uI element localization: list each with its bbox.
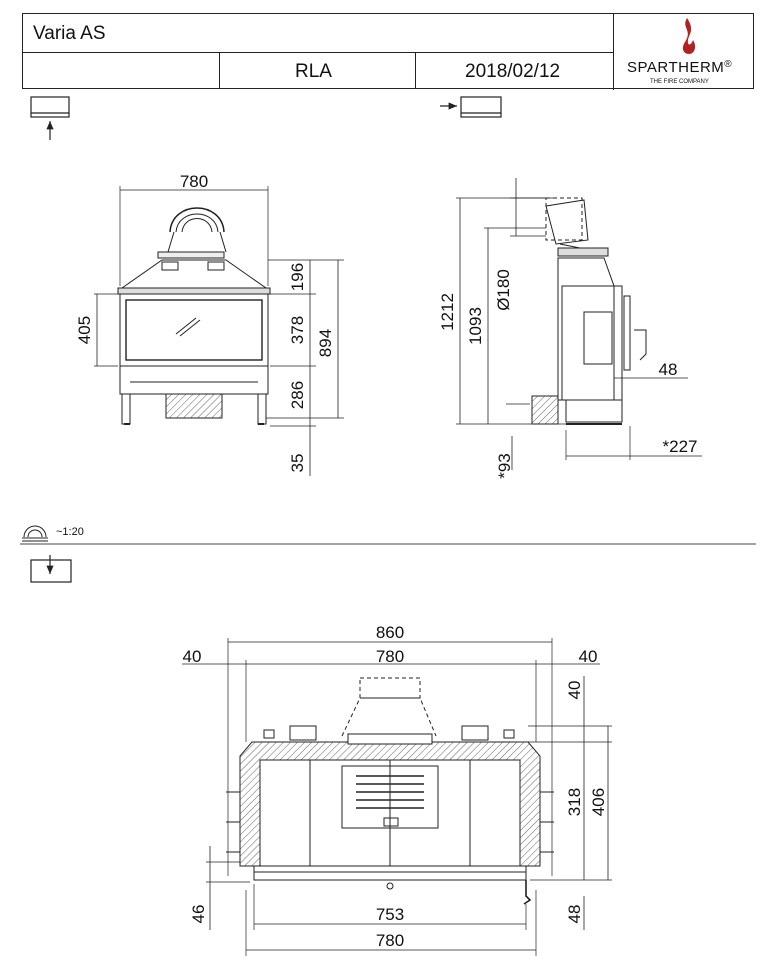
plan-view-indicator-icon xyxy=(30,555,72,583)
logo-divider xyxy=(613,14,614,90)
side-air-offset-label: 48 xyxy=(659,360,678,379)
side-view xyxy=(456,178,702,470)
plan-outer-width-label: 860 xyxy=(376,623,404,642)
title-divider-1 xyxy=(219,52,220,89)
brand-tagline: THE FIRE COMPANY xyxy=(650,79,709,85)
side-depth-offset-label: *227 xyxy=(663,437,698,456)
side-view-indicator-icon xyxy=(440,96,502,118)
plan-right-margin-label: 40 xyxy=(579,647,598,666)
plan-bottom-width-label: 780 xyxy=(376,931,404,950)
plan-depth-inner-label: 318 xyxy=(565,788,584,816)
brand-mark: ® xyxy=(724,59,733,70)
front-total-height-label: 894 xyxy=(316,329,335,357)
side-flue-diameter-label: Ø180 xyxy=(494,269,513,311)
plan-left-margin-label: 40 xyxy=(183,647,202,666)
flame-logo-icon xyxy=(675,16,699,56)
front-feet-label: 35 xyxy=(288,454,307,473)
front-view xyxy=(94,186,344,476)
plan-right-front-label: 48 xyxy=(565,905,584,924)
title-block: Varia AS RLA 2018/02/12 SPARTHERM® THE F… xyxy=(22,13,754,90)
plan-view xyxy=(182,638,612,956)
product-name: Varia AS xyxy=(33,23,106,44)
front-width-label: 780 xyxy=(180,172,208,191)
side-bottom-offset-label: *93 xyxy=(495,453,514,479)
title-row-divider xyxy=(23,52,614,53)
front-door-height-label: 378 xyxy=(288,316,307,344)
plan-glass-width-label: 753 xyxy=(376,905,404,924)
brand-name: SPARTHERM xyxy=(627,59,725,76)
side-flue-height-label: 1093 xyxy=(466,307,485,345)
title-divider-2 xyxy=(415,52,416,89)
scale-icon xyxy=(22,525,48,542)
plan-top-margin-label: 40 xyxy=(565,681,584,700)
plan-inner-width-label: 780 xyxy=(376,647,404,666)
plan-left-front-label: 46 xyxy=(189,905,208,924)
scale-label: ~1:20 xyxy=(56,526,84,538)
side-total-height-label: 1212 xyxy=(438,293,457,331)
plan-depth-outer-label: 406 xyxy=(589,788,608,816)
variant-code: RLA xyxy=(295,61,332,82)
front-view-indicator-icon xyxy=(30,96,70,140)
drawing-date: 2018/02/12 xyxy=(465,61,561,82)
front-lower-section-label: 286 xyxy=(288,381,307,409)
front-top-section-label: 196 xyxy=(288,263,307,291)
front-opening-height-label: 405 xyxy=(75,316,94,344)
